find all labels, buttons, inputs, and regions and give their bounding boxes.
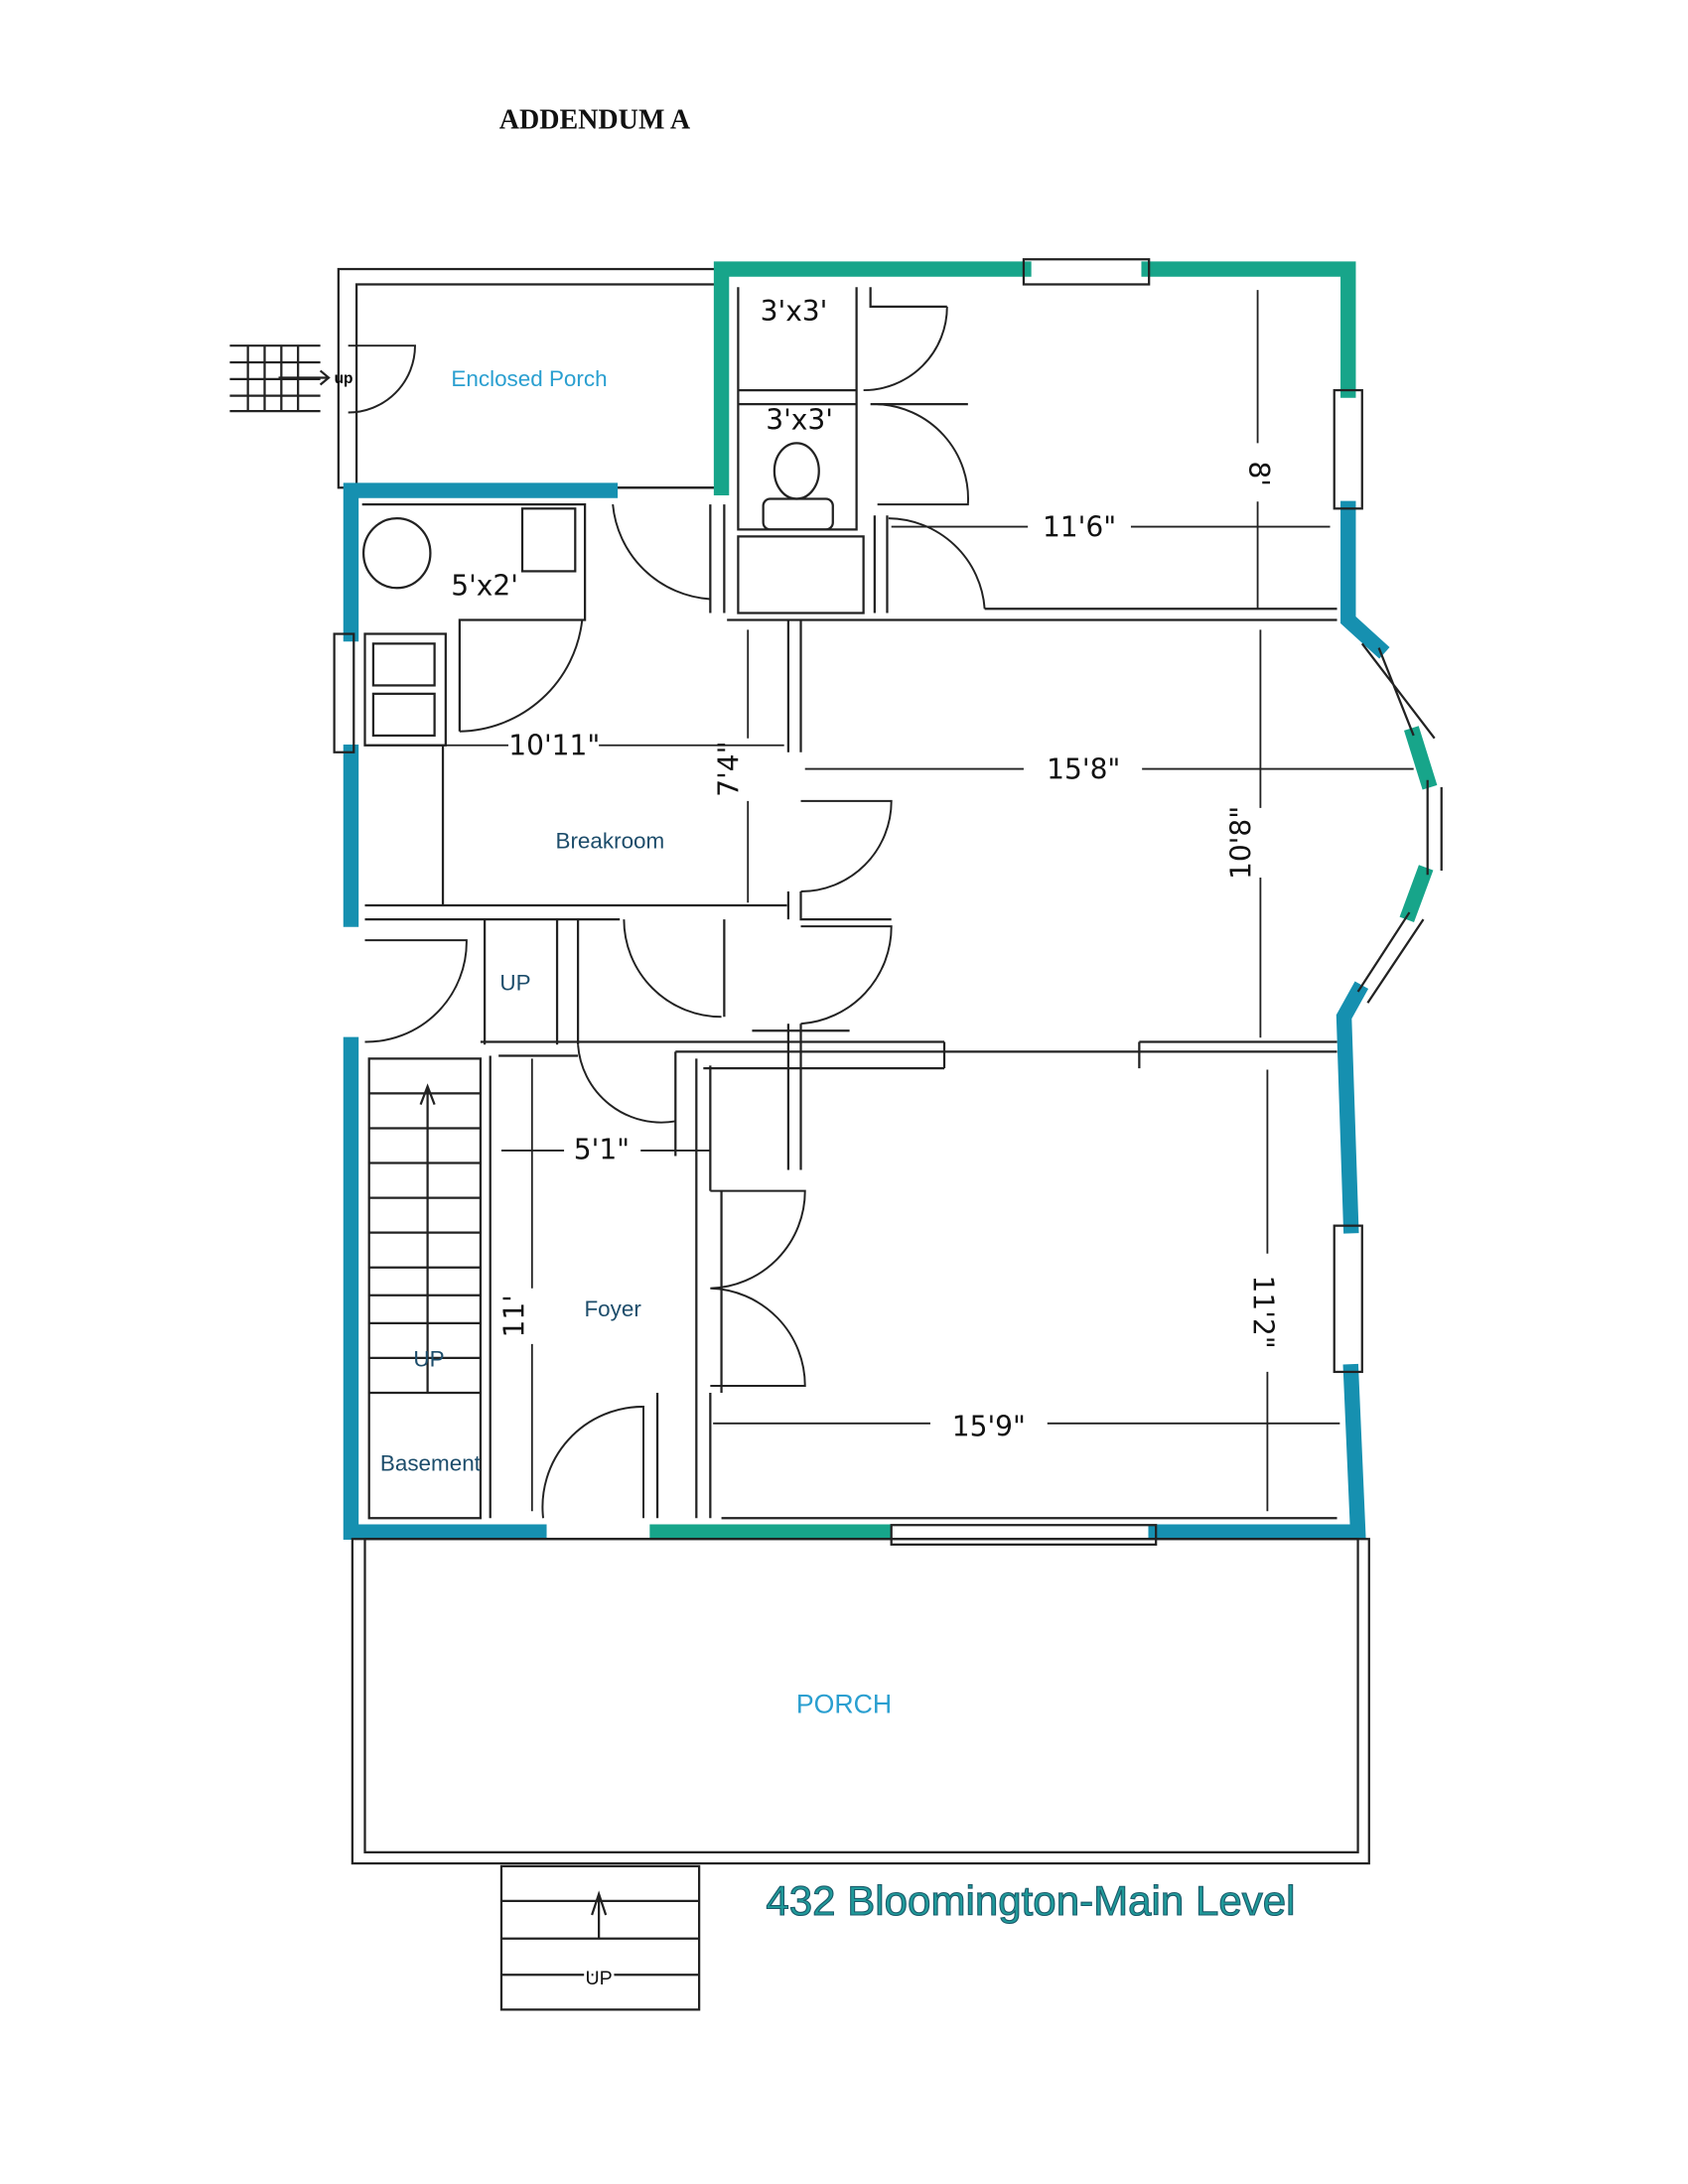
breakroom-width: 10'11": [508, 730, 600, 762]
room-ne-depth: 8': [1242, 461, 1275, 486]
room-front-depth: 11'2": [1246, 1276, 1279, 1349]
closet1-dimension: 3'x3': [761, 295, 828, 328]
exterior-walls: [333, 258, 1443, 1546]
plan-caption: 432 Bloomington-Main Level: [766, 1877, 1295, 1924]
dimension-lines: [364, 290, 1414, 1512]
room-front-width: 15'9": [952, 1410, 1026, 1442]
front-porch-outline: [351, 1538, 1370, 1865]
page-title: ADDENDUM A: [499, 104, 691, 135]
bath-dimension: 5'x2': [451, 569, 518, 602]
breakroom-label: Breakroom: [555, 829, 664, 854]
room-mid-width: 15'8": [1047, 752, 1120, 785]
breakroom-depth: 7'4": [712, 741, 745, 796]
porch-label: PORCH: [796, 1690, 892, 1719]
closet2-dimension: 3'x3': [766, 403, 833, 436]
foyer-label: Foyer: [584, 1297, 641, 1321]
foyer-width: 5'1": [574, 1133, 630, 1165]
front-stairs: [499, 1864, 701, 2011]
back-stairs: [229, 344, 416, 414]
inner-stairs-up-label: UP: [499, 971, 530, 996]
sink-icon: [371, 507, 577, 738]
back-stairs-up-label: up: [335, 370, 353, 387]
foyer-depth: 11': [497, 1295, 530, 1337]
interior-walls: [361, 287, 1337, 1520]
toilet-icon: [361, 442, 834, 590]
room-ne-width: 11'6": [1043, 510, 1116, 543]
basement-stairs-up-label: UP: [413, 1346, 444, 1371]
basement-label: Basement: [380, 1451, 482, 1476]
front-stairs-up-label: UP: [586, 1968, 613, 1989]
room-mid-depth: 10'8": [1225, 806, 1258, 880]
enclosed-porch-label: Enclosed Porch: [451, 366, 607, 391]
door-swings: [364, 306, 986, 1519]
